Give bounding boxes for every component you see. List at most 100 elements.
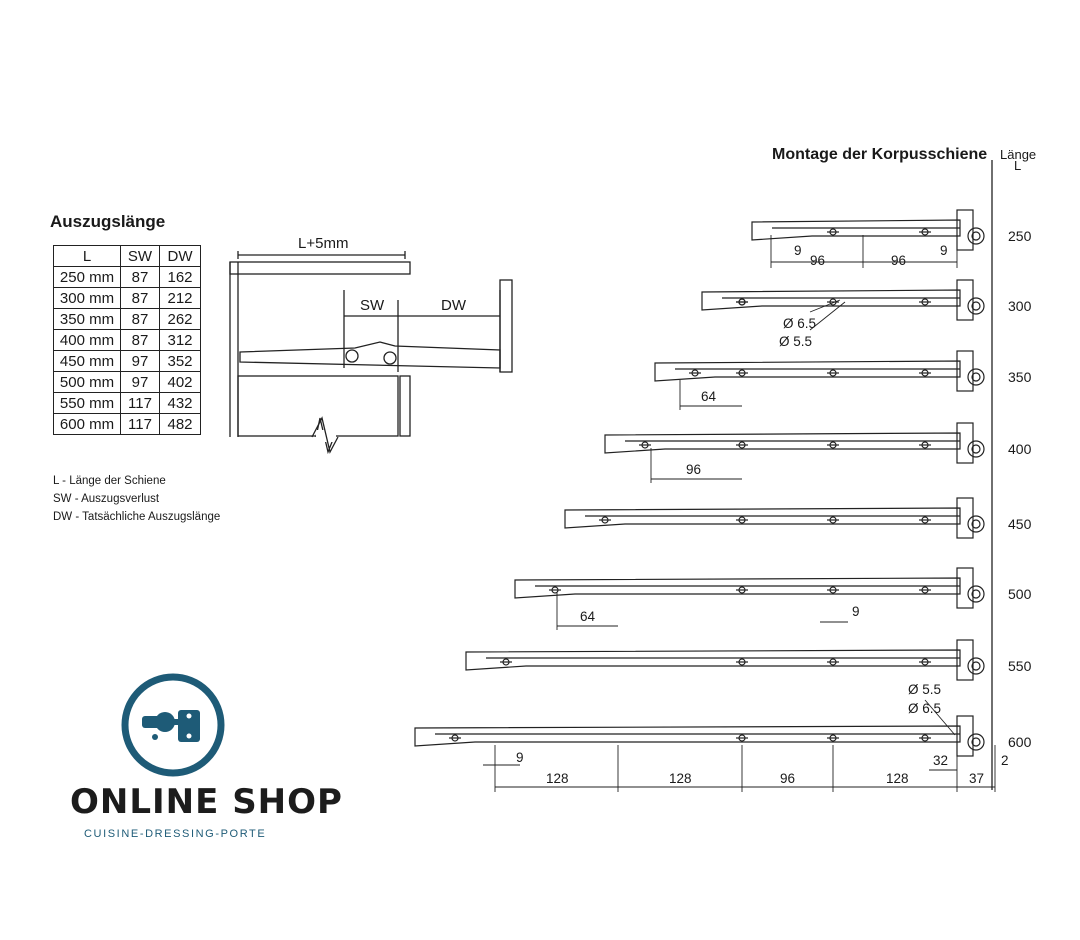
rail-wheel-hub [971, 661, 981, 671]
rail-bracket [956, 639, 974, 681]
cell-length: 600 mm [53, 413, 121, 435]
dim-250-c: 96 [891, 253, 907, 268]
cell-sw: 87 [120, 266, 160, 288]
length-symbol: L [1014, 158, 1022, 173]
hinge-icon [142, 710, 200, 742]
rail-body [514, 577, 961, 599]
rail-bracket [956, 567, 974, 609]
length-header: Länge [1000, 147, 1037, 162]
rails-group [414, 209, 985, 757]
rail-wheel-hub [971, 589, 981, 599]
cell-dw: 312 [159, 329, 201, 351]
rail-body [701, 289, 961, 311]
label-total-length: L+5mm [298, 235, 349, 252]
rail-wheel [967, 585, 985, 603]
cell-length: 250 mm [53, 266, 121, 288]
legend-l: L - Länge der Schiene [53, 475, 166, 487]
rail-length-label: 450 [1008, 516, 1032, 532]
label-dw: DW [441, 297, 466, 314]
legend: L - Länge der Schiene SW - Auszugsverlus… [53, 472, 220, 526]
cell-sw: 117 [120, 413, 160, 435]
legend-dw: DW - Tatsächliche Auszugslänge [53, 511, 221, 523]
cell-dw: 212 [159, 287, 201, 309]
rail-body [751, 219, 961, 241]
dimension-lines [483, 235, 996, 792]
rail-length-label: 500 [1008, 586, 1032, 602]
rail-wheel [967, 368, 985, 386]
rail-body [604, 432, 961, 454]
hole-dia-65: Ø 6.5 [783, 316, 817, 331]
dim-bottom-9: 9 [516, 750, 524, 765]
dim-bottom-32: 32 [933, 753, 949, 768]
cell-length: 500 mm [53, 371, 121, 393]
rail-wheel [967, 515, 985, 533]
rail-body [414, 725, 961, 747]
rail-mounting-title: Montage der Korpusschiene [772, 146, 988, 163]
rail-bracket [956, 497, 974, 539]
rail-length-label: 550 [1008, 658, 1032, 674]
dim-bottom-128a: 128 [546, 771, 569, 786]
cell-dw: 402 [159, 371, 201, 393]
cell-sw: 97 [120, 350, 160, 372]
rail-bracket [956, 350, 974, 392]
rail-500 [514, 567, 985, 609]
rail-350 [654, 350, 985, 392]
cross-section-diagram [229, 251, 513, 455]
rail-bracket [956, 715, 974, 757]
extension-length-title: Auszugslänge [50, 212, 166, 231]
logo-tagline: CUISINE-DRESSING-PORTE [84, 828, 267, 840]
cell-dw: 482 [159, 413, 201, 435]
rail-wheel [967, 227, 985, 245]
dimension-line [924, 699, 956, 736]
legend-sw: SW - Auszugsverlust [53, 493, 160, 505]
rail-length-label: 350 [1008, 369, 1032, 385]
dim-250-a: 9 [794, 243, 802, 258]
rail-wheel [967, 440, 985, 458]
rail-bracket [956, 279, 974, 321]
rail-300 [701, 279, 985, 321]
dimension-line [809, 299, 841, 313]
cell-length: 400 mm [53, 329, 121, 351]
rail-length-label: 250 [1008, 228, 1032, 244]
dim-250-b: 96 [810, 253, 826, 268]
rail-body [654, 360, 961, 382]
rail-wheel-hub [971, 519, 981, 529]
cell-sw: 117 [120, 392, 160, 414]
header-dw: DW [159, 245, 201, 267]
hole-dia-65-b: Ø 6.5 [908, 701, 942, 716]
logo-name: ONLINE SHOP [70, 782, 343, 822]
dimension-line [809, 301, 846, 331]
rail-wheel-hub [971, 444, 981, 454]
rail-length-label: 300 [1008, 298, 1032, 314]
dim-bottom-128b: 128 [669, 771, 692, 786]
rail-550 [465, 639, 985, 681]
table-header-row: L SW DW [53, 245, 201, 267]
hole-dia-55-b: Ø 5.5 [908, 682, 942, 697]
rail-body [465, 649, 961, 671]
rail-wheel [967, 297, 985, 315]
dim-500-b: 9 [852, 604, 860, 619]
cell-length: 350 mm [53, 308, 121, 330]
rail-400 [604, 422, 985, 464]
rail-wheel-hub [971, 231, 981, 241]
rail-wheel-hub [971, 301, 981, 311]
rail-wheel [967, 733, 985, 751]
rail-length-label: 400 [1008, 441, 1032, 457]
rail-600 [414, 715, 985, 757]
rail-wheel-hub [971, 372, 981, 382]
rail-body [564, 507, 961, 529]
rail-wheel [967, 657, 985, 675]
dim-400: 96 [686, 462, 702, 477]
rail-250 [751, 209, 985, 251]
cell-dw: 352 [159, 350, 201, 372]
rail-wheel-hub [971, 737, 981, 747]
dim-250-d: 9 [940, 243, 948, 258]
dim-bottom-128c: 128 [886, 771, 909, 786]
cell-dw: 262 [159, 308, 201, 330]
dim-350: 64 [701, 389, 717, 404]
